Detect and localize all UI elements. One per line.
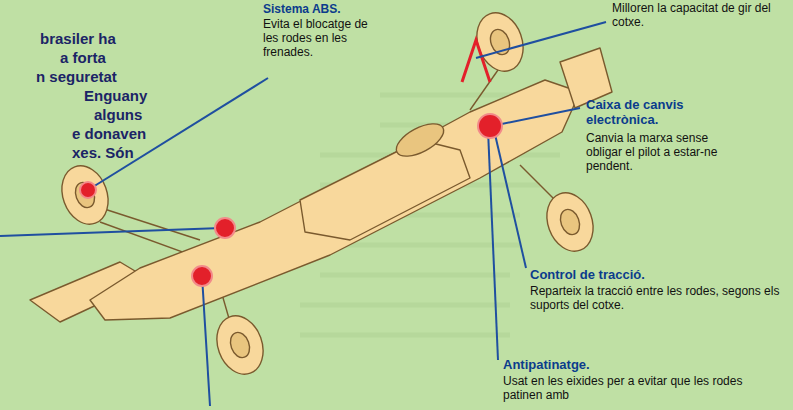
part-name: Antipatinatge.: [503, 358, 590, 373]
part-name: Control de tracció.: [530, 268, 645, 283]
intro-text: e donaven: [72, 125, 146, 142]
intro-text: Enguany: [84, 87, 147, 104]
intro-text: brasiler ha: [40, 30, 116, 47]
intro-text: n seguretat: [36, 68, 117, 85]
part-description: Evita el blocatge de les rodes en les fr…: [263, 18, 378, 59]
intro-text: a forta: [60, 49, 106, 66]
part-description: Milloren la capacitat de gir del cotxe.: [612, 2, 788, 30]
part-description: Usat en les eixides per a evitar que les…: [503, 375, 785, 403]
part-name: Sistema ABS.: [263, 3, 341, 17]
part-name: Caixa de canvis electrònica.: [586, 98, 746, 128]
part-description: Reparteix la tracció entre les rodes, se…: [530, 285, 785, 313]
intro-text: alguns: [94, 106, 142, 123]
part-description: Canvia la marxa sense obligar el pilot a…: [586, 132, 736, 173]
intro-text: xes. Són: [72, 144, 134, 161]
